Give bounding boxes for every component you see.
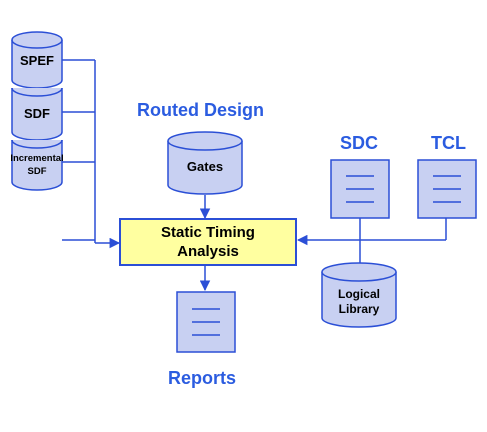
logical-library-label-line2: Library bbox=[338, 302, 380, 316]
logical-library-label-line1: Logical bbox=[337, 287, 380, 301]
right-connectors bbox=[296, 218, 447, 263]
logical-library-cylinder bbox=[321, 262, 397, 328]
left-connectors bbox=[62, 59, 121, 249]
routed-design-title: Routed Design bbox=[137, 100, 265, 120]
incremental-sdf-label-line1: Incremental bbox=[10, 153, 64, 164]
tcl-title: TCL bbox=[431, 133, 466, 153]
sdc-document bbox=[330, 159, 390, 219]
tcl-document bbox=[417, 159, 477, 219]
gates-cylinder bbox=[167, 131, 243, 195]
sdc-title: SDC bbox=[340, 133, 379, 153]
sta-label-line1: Static Timing bbox=[161, 224, 255, 241]
incremental-sdf-label-line2: SDF bbox=[27, 166, 47, 177]
reports-document bbox=[176, 291, 236, 353]
spef-label: SPEF bbox=[20, 53, 54, 68]
spef-cylinder bbox=[11, 31, 63, 89]
gates-label: Gates bbox=[186, 159, 224, 174]
sdf-label: SDF bbox=[24, 106, 50, 121]
sta-label-line2: Analysis bbox=[177, 243, 239, 260]
reports-title: Reports bbox=[168, 368, 237, 388]
sdf-cylinder bbox=[11, 87, 63, 141]
incremental-sdf-cylinder bbox=[11, 139, 63, 191]
sta-box bbox=[119, 218, 297, 266]
